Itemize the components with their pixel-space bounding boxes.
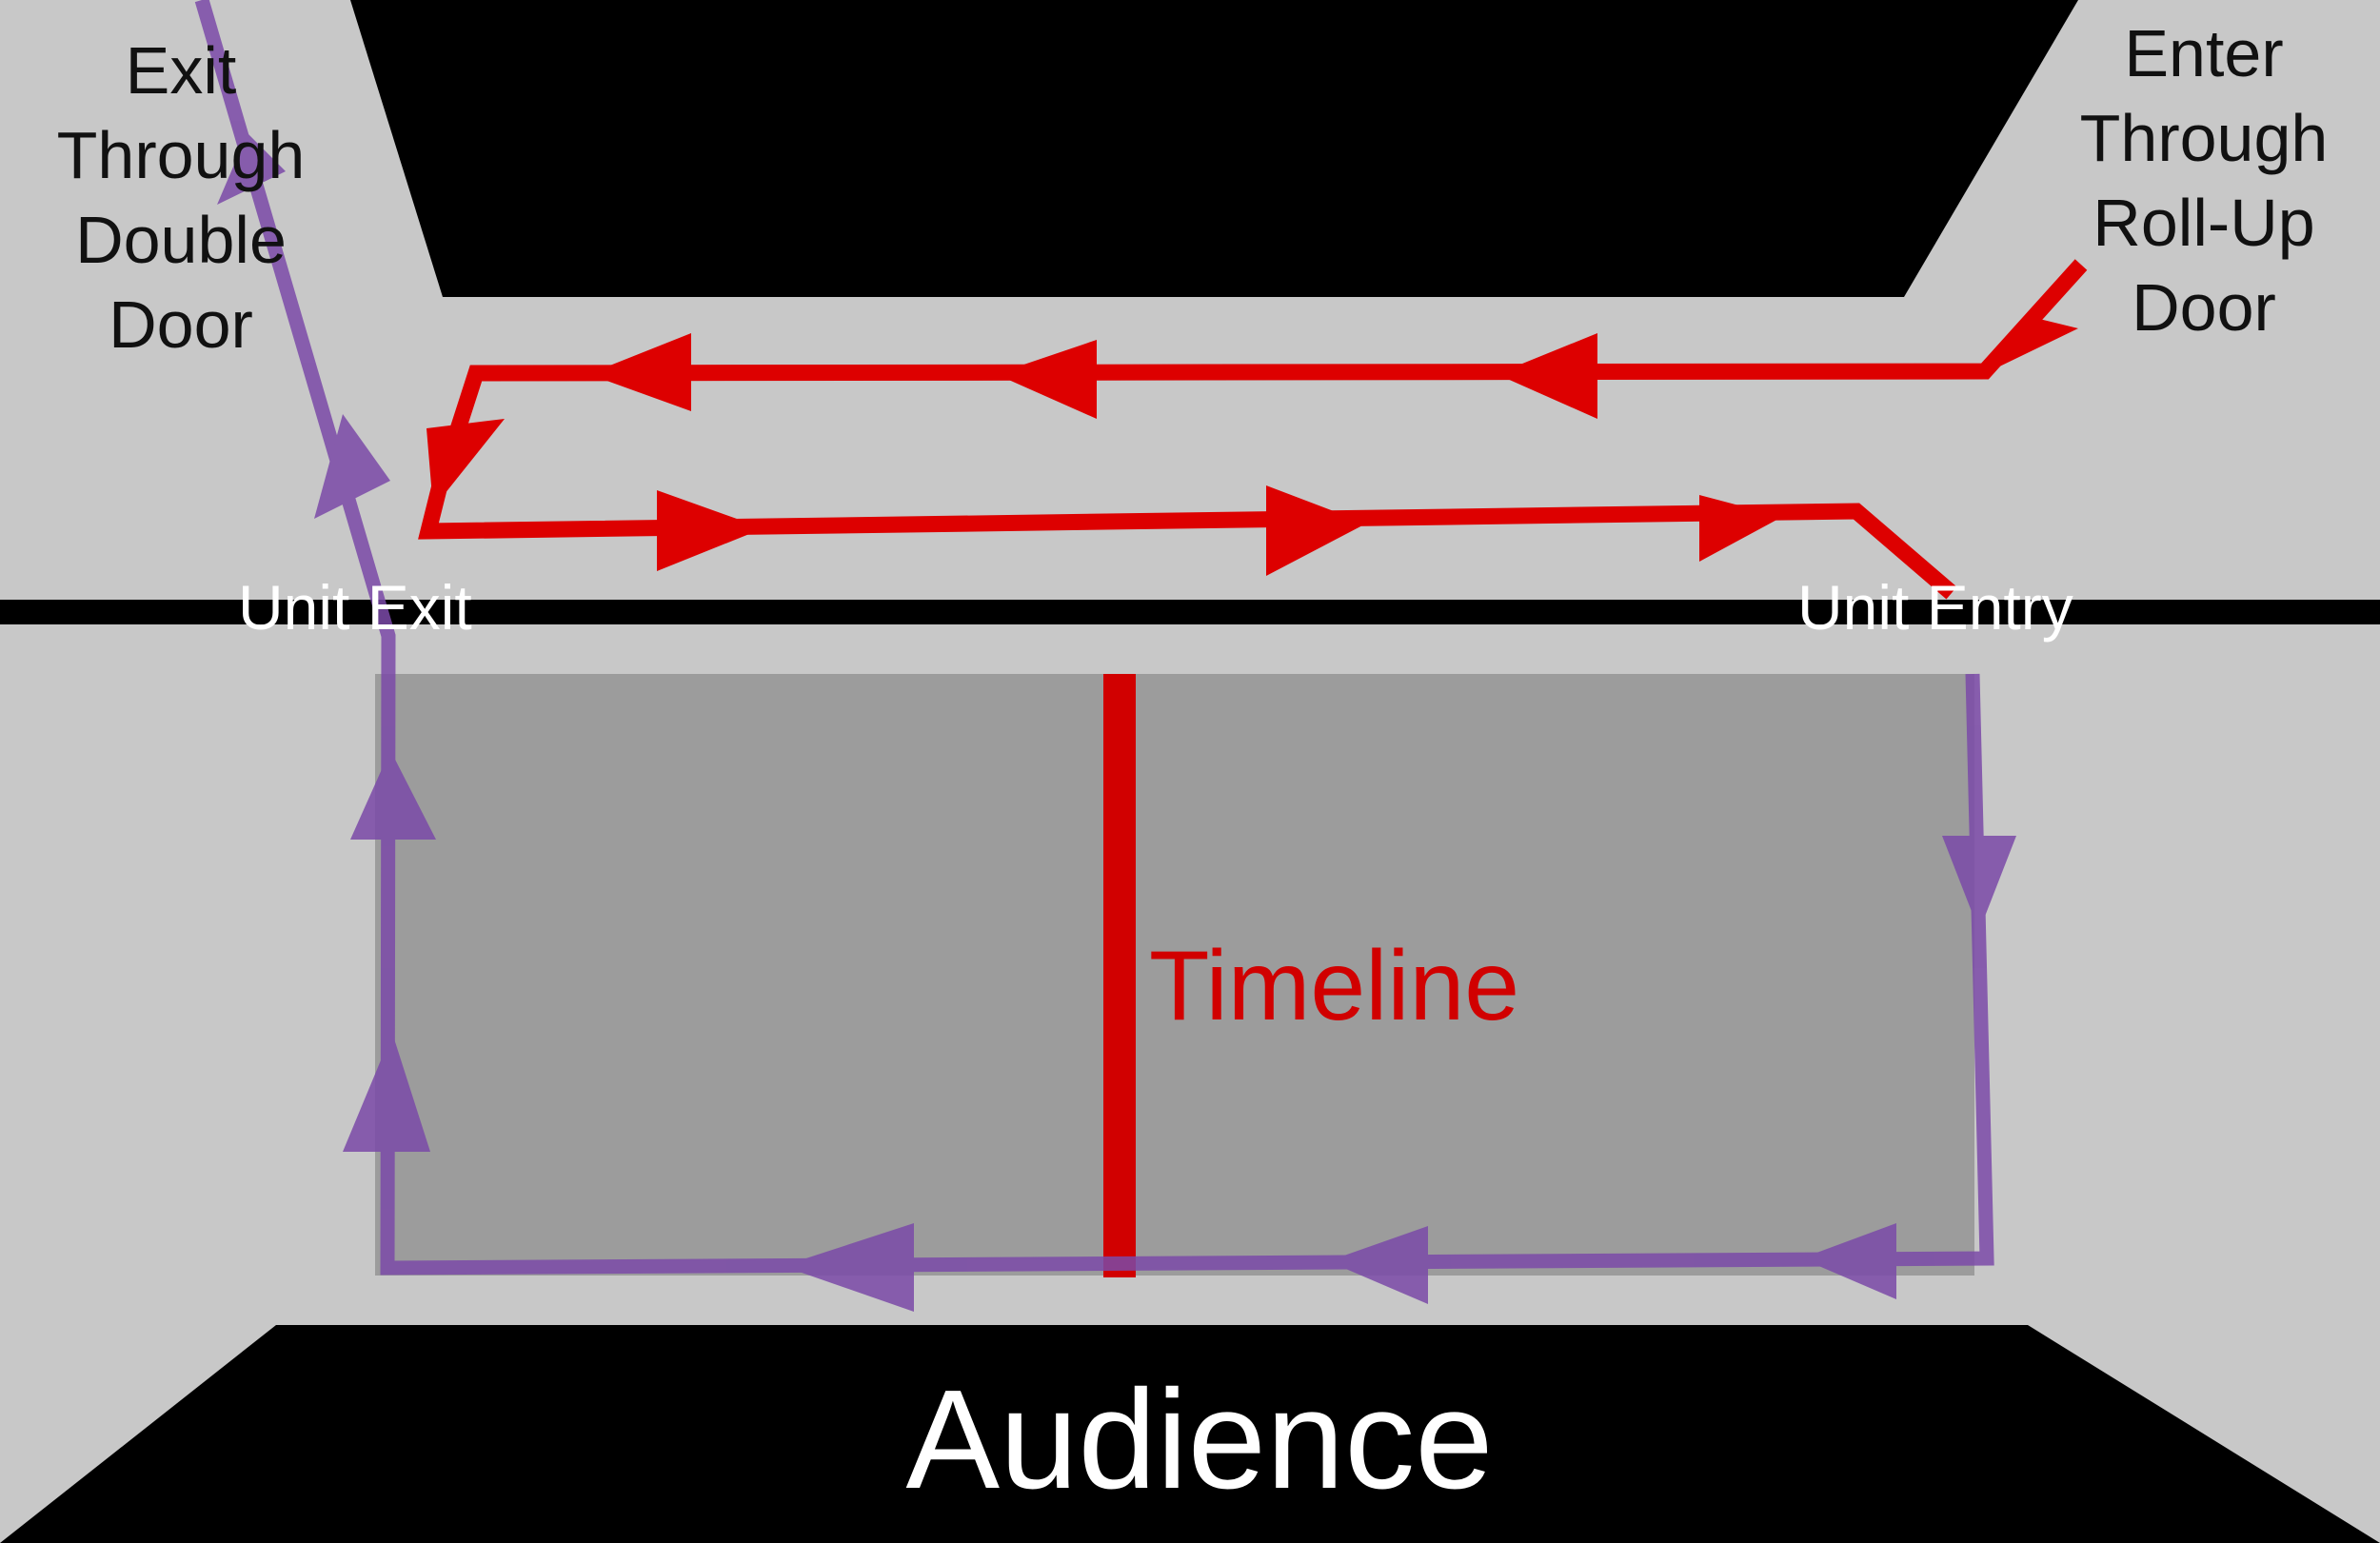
exit-arrow-3 (1328, 1226, 1428, 1304)
stage-panel (375, 674, 1974, 1276)
exit-label-line: Through (56, 118, 306, 192)
entry-arrow-2 (1497, 333, 1597, 419)
enter-label-line: Through (2079, 101, 2329, 175)
exit-arrow-6 (350, 750, 436, 840)
audience-label: Audience (905, 1361, 1494, 1518)
exit-arrow-2 (1801, 1223, 1896, 1299)
entry-arrow-1 (1990, 305, 2078, 371)
entry-arrow-7 (1266, 485, 1366, 576)
exit-label-line: Door (109, 287, 253, 362)
exit-label: Exit Through Double Door (19, 29, 343, 367)
enter-label-line: Roll-Up (2092, 186, 2315, 260)
entry-arrow-6 (657, 490, 764, 571)
enter-label: Enter Through Roll-Up Door (2047, 11, 2361, 350)
unit-entry-label: Unit Entry (1797, 572, 2073, 643)
exit-arrow-1 (1942, 836, 2016, 931)
exit-label-line: Exit (125, 33, 237, 108)
exit-arrow-7 (314, 414, 390, 519)
entry-path (418, 259, 2088, 600)
exit-label-line: Double (75, 203, 287, 277)
entry-arrow-8 (1699, 495, 1782, 562)
entry-arrow-3 (996, 340, 1097, 419)
timeline-bar (1103, 674, 1136, 1277)
unit-exit-label: Unit Exit (238, 572, 472, 643)
exit-arrow-5 (343, 1033, 430, 1152)
exit-path-line (194, 0, 1994, 1276)
exit-arrow-4 (783, 1223, 914, 1312)
entry-arrow-5 (426, 419, 505, 508)
backstage-block (350, 0, 2078, 297)
exit-path (194, 0, 2016, 1312)
enter-label-line: Door (2132, 270, 2276, 345)
stage-edge-line (0, 600, 2380, 624)
exit-arrow-8 (217, 133, 286, 205)
timeline-label: Timeline (1149, 931, 1520, 1041)
entry-arrow-4 (588, 333, 691, 411)
enter-label-line: Enter (2124, 16, 2284, 90)
audience-block (0, 1325, 2380, 1543)
